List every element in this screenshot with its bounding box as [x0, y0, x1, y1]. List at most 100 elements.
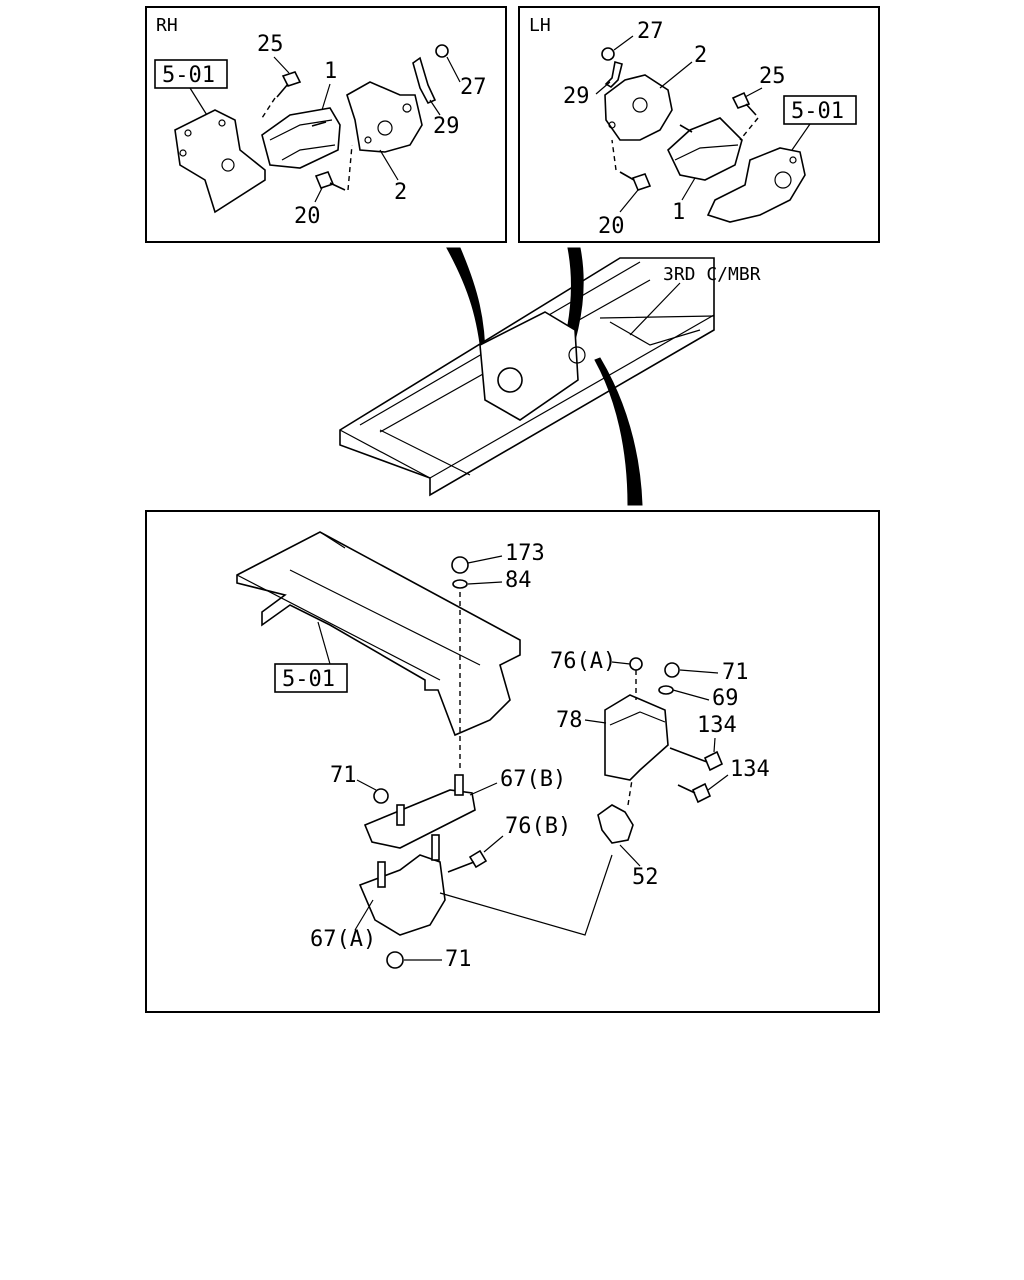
leader-134-b [707, 774, 729, 791]
leader-76a [611, 661, 631, 665]
frame-label-leader [629, 282, 681, 336]
bottom-callout-134-b: 134 [730, 757, 770, 782]
rh-mount-stud [311, 121, 327, 127]
nut-71-a [373, 788, 389, 804]
bottom-callout-67b: 67(B) [500, 767, 566, 792]
cross-member-detail [236, 531, 481, 681]
lh-ref-leader [791, 123, 811, 151]
lh-bracket-hole [774, 171, 792, 189]
leader-84 [467, 581, 503, 585]
lh-leader-25 [744, 87, 763, 98]
mount-52 [597, 804, 634, 844]
nut-71-c [386, 951, 404, 969]
rh-leader-25 [273, 56, 290, 74]
bottom-ref-box [274, 663, 348, 693]
leader-52 [619, 844, 641, 867]
leader-173 [467, 555, 503, 564]
lh-leader-27 [613, 35, 634, 51]
lh-leader-20 [619, 189, 639, 213]
lh-bolt-25 [731, 91, 759, 141]
lh-callout-25: 25 [759, 64, 786, 89]
leader-134-a [713, 737, 716, 753]
bolt-76a [629, 657, 643, 671]
lh-panel-border [518, 6, 880, 243]
lh-mount-rubber-1 [667, 117, 743, 181]
bolt-134-b-shaft [677, 784, 696, 794]
lh-leader-2 [659, 61, 693, 89]
engine-mount-point-lh [568, 346, 586, 364]
assembly-link-line [439, 854, 613, 936]
lh-callout-20: 20 [598, 214, 625, 239]
rh-panel-border [145, 6, 507, 243]
mount-78 [604, 694, 669, 781]
lh-bracket-hole [632, 97, 648, 113]
bottom-ref-box-label: 5-01 [282, 667, 335, 692]
insulator-67b [363, 789, 476, 849]
leader-67b [469, 782, 498, 796]
bottom-callout-76a: 76(A) [550, 649, 616, 674]
leader-69 [672, 689, 710, 701]
bottom-panel-border [145, 510, 880, 1013]
rh-frame-bracket [174, 109, 266, 214]
stud-67a [377, 861, 386, 888]
lh-bracket-hole [608, 121, 616, 129]
lh-panel: LH 27 29 2 1 25 5-01 [518, 6, 880, 243]
rh-callout-27: 27 [460, 75, 487, 100]
stud-67a-2 [431, 834, 440, 861]
cross-member [236, 531, 521, 737]
rh-bolt-20 [314, 144, 353, 191]
bottom-pointer [594, 357, 643, 506]
lh-clip-29 [604, 60, 623, 89]
frame-label-3rd-cmbr: 3RD C/MBR [663, 264, 761, 285]
bolt-76b-shaft [447, 861, 475, 873]
bottom-callout-84: 84 [505, 568, 532, 593]
lh-bolt-20 [611, 139, 652, 191]
washer-84 [452, 579, 468, 589]
lh-ref-box [783, 95, 857, 125]
bottom-callout-71-b: 71 [722, 660, 749, 685]
bottom-callout-69: 69 [712, 686, 739, 711]
bottom-callout-67a: 67(A) [310, 927, 376, 952]
chassis-rail-outline [339, 257, 715, 497]
rh-ref-box [154, 59, 228, 89]
leader-71-b [679, 669, 719, 674]
rh-bracket-hole-small [218, 119, 226, 127]
frame-overview: 3RD C/MBR [339, 247, 761, 506]
rh-callout-20: 20 [294, 204, 321, 229]
lh-nut-27 [601, 47, 615, 61]
bottom-callout-52: 52 [632, 865, 659, 890]
rh-callout-29: 29 [433, 114, 460, 139]
lh-leader-1 [681, 177, 696, 201]
rh-bracket-hole [402, 103, 412, 113]
cross-member-3rd [599, 315, 715, 346]
lh-callout-1: 1 [672, 200, 685, 225]
rh-callout-2: 2 [394, 180, 407, 205]
rh-leader-20 [314, 187, 323, 203]
leader-71-a [356, 779, 377, 791]
rh-engine-bracket-2 [346, 81, 423, 153]
leader-67a [354, 899, 374, 931]
bolt-134-b [691, 782, 712, 804]
bolt-134-a-shaft [669, 747, 708, 763]
bottom-callout-71-a: 71 [330, 763, 357, 788]
rh-bracket-hole [221, 158, 235, 172]
mount-78-detail [609, 711, 666, 726]
rh-leader-1 [321, 83, 331, 111]
rh-nut-27 [435, 44, 449, 58]
rh-panel: RH 5-01 25 1 2 27 [145, 6, 507, 243]
lh-bracket-hole [789, 156, 797, 164]
rh-leader-29 [429, 99, 441, 116]
rh-bolt-25 [261, 71, 302, 119]
bottom-callout-76b: 76(B) [505, 814, 571, 839]
rh-callout-1: 1 [324, 59, 337, 84]
lh-panel-title: LH [529, 15, 551, 36]
rh-bracket-hole-small [184, 129, 192, 137]
rh-ref-box-label: 5-01 [162, 63, 215, 88]
bolt-134-a [703, 750, 724, 772]
lh-callout-29: 29 [563, 84, 590, 109]
bottom-callout-173: 173 [505, 541, 545, 566]
nut-173 [451, 556, 469, 574]
nut-71-b [664, 662, 680, 678]
stud-67b-2 [396, 804, 405, 826]
